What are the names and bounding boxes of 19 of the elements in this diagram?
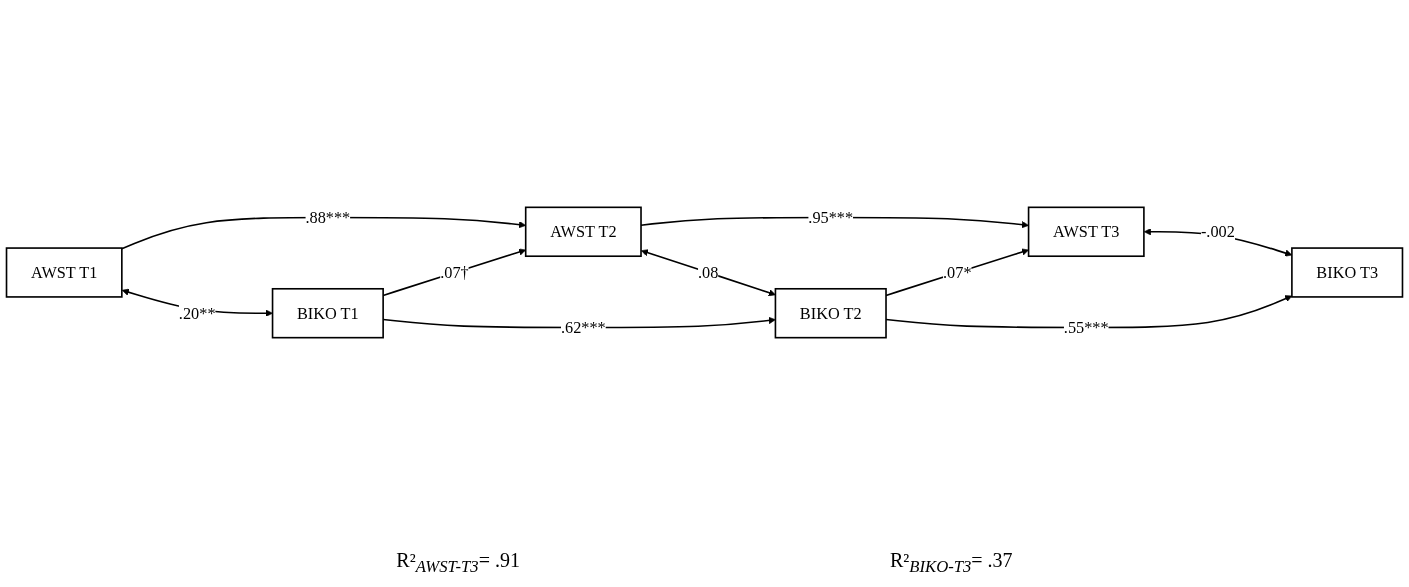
edge-label: .08 <box>698 263 719 282</box>
node-box: AWST T3 <box>1027 206 1145 258</box>
edge-label: .62*** <box>560 318 606 337</box>
arrow <box>641 249 776 297</box>
edge-label: .55*** <box>1063 318 1109 337</box>
node-box: BIKO T2 <box>774 287 887 339</box>
edge-label: .95*** <box>808 208 854 227</box>
r-squared-note: R²$_{AWST-T3}$= .91 <box>396 549 520 577</box>
node-box: AWST T2 <box>524 206 642 258</box>
edge-label: .20** <box>178 304 216 323</box>
edge-label: .07* <box>943 263 972 282</box>
node-box: AWST T1 <box>5 247 123 298</box>
r-squared-note: R²$_{BIKO-T3}$= .37 <box>889 549 1013 577</box>
arrow <box>121 216 526 250</box>
edge-label: -.002 <box>1200 222 1235 241</box>
node-box: BIKO T1 <box>271 287 384 339</box>
edge-label: .07† <box>440 263 469 282</box>
node-box: BIKO T3 <box>1291 247 1404 298</box>
edge-label: .88*** <box>305 208 351 227</box>
